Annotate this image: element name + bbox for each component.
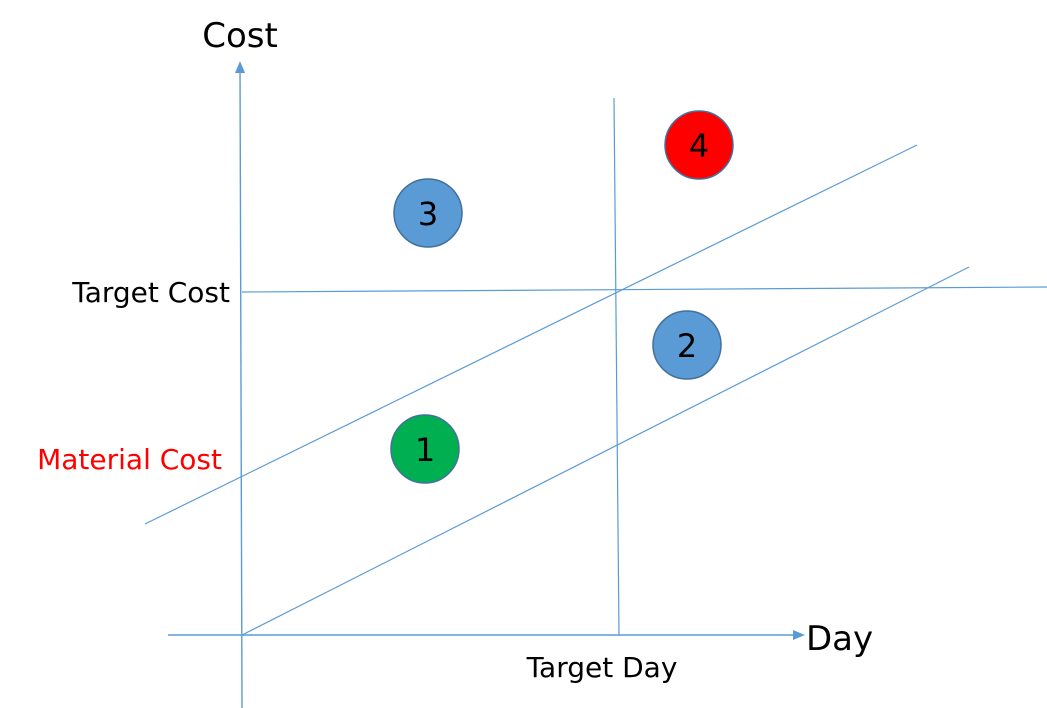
material-cost-diagonal-line [144,144,918,525]
marker-4-label: 4 [689,127,709,165]
target-day-label: Target Day [526,651,678,684]
marker-1-circle [390,414,460,484]
target-cost-line [241,286,1047,293]
y-axis-title: Cost [202,16,278,56]
marker-4-circle [664,110,734,180]
marker-3-label: 3 [418,195,438,233]
x-axis-title: Day [806,619,873,659]
marker-2-label: 2 [677,327,697,365]
origin-diagonal-line [241,266,970,636]
marker-3-circle [393,178,463,248]
marker-2-circle [652,310,722,380]
target-day-line [613,97,620,636]
y-axis [235,61,246,708]
target-cost-label: Target Cost [71,276,230,309]
marker-1-label: 1 [415,431,435,469]
material-cost-label: Material Cost [37,443,222,476]
